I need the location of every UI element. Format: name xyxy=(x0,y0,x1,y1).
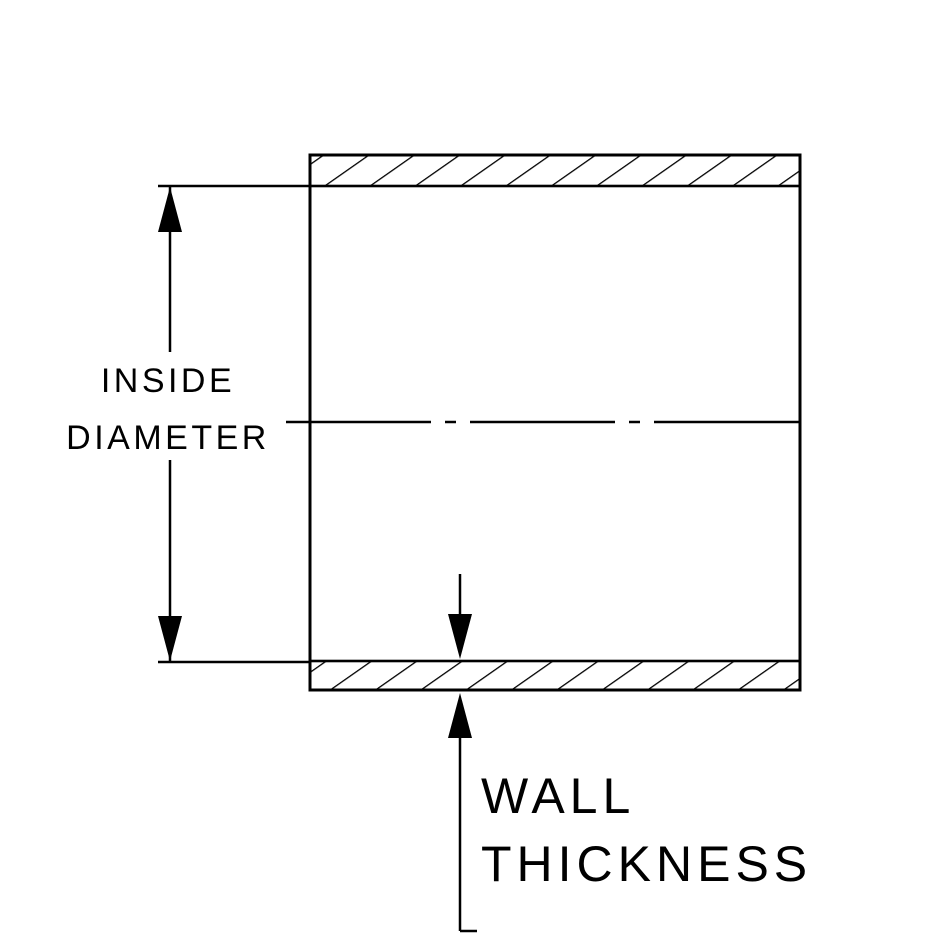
wall-thickness-label-line2: THICKNESS xyxy=(481,836,812,892)
bottom-wall-hatching xyxy=(308,659,802,692)
inside-diameter-arrow-bottom xyxy=(158,616,182,661)
wall-thickness-label-line1: WALL xyxy=(481,768,635,824)
top-wall-hatching xyxy=(308,153,802,188)
inside-diameter-label-line1: INSIDE xyxy=(101,362,235,400)
inside-diameter-arrow-top xyxy=(158,187,182,232)
inside-diameter-label-line2: DIAMETER xyxy=(66,419,270,457)
wall-thickness-arrow-up xyxy=(448,693,472,738)
wall-thickness-arrow-down xyxy=(448,614,472,659)
